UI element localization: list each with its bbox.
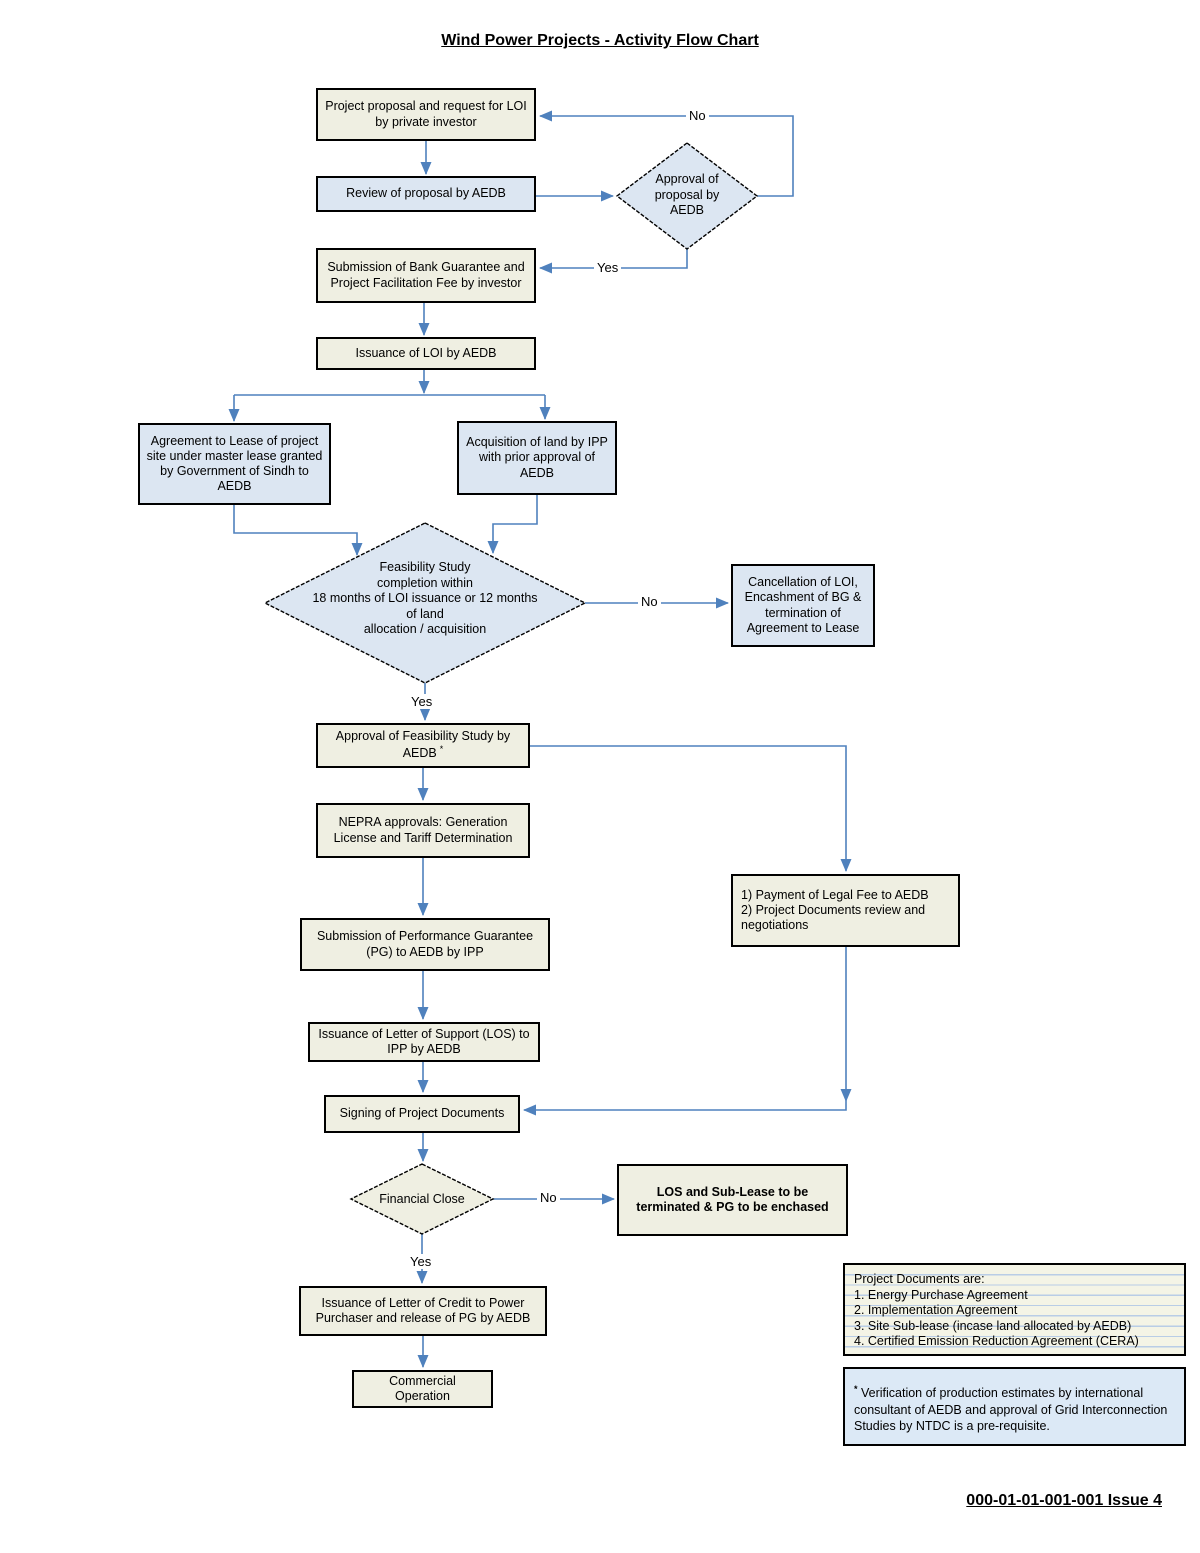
node-credit-letter-label: Issuance of Letter of Credit to Power Pu… bbox=[315, 1295, 531, 1325]
edge-label-approval-yes: Yes bbox=[594, 260, 622, 275]
edge-label-approval-no: No bbox=[686, 108, 709, 123]
verification-asterisk: * bbox=[854, 1384, 858, 1394]
feasibility-approval-asterisk: * bbox=[439, 744, 444, 755]
node-los-termination: LOS and Sub-Lease to be terminated & PG … bbox=[617, 1164, 848, 1236]
node-project-proposal-label: Project proposal and request for LOI by … bbox=[325, 99, 527, 129]
legal-fee-line-1: 1) Payment of Legal Fee to AEDB bbox=[741, 887, 929, 902]
node-review-proposal-label: Review of proposal by AEDB bbox=[346, 186, 506, 201]
approval-line-1: Approval of bbox=[655, 172, 719, 186]
node-pg-submission: Submission of Performance Guarantee (PG)… bbox=[300, 918, 550, 971]
node-commercial-operation: Commercial Operation bbox=[352, 1370, 493, 1408]
node-feasibility-approval-text: Approval of Feasibility Study by AEDB bbox=[335, 729, 511, 761]
node-los-termination-label: LOS and Sub-Lease to be terminated & PG … bbox=[636, 1184, 829, 1214]
decision-financial-close-label: Financial Close bbox=[352, 1192, 492, 1208]
edge-label-feasibility-no: No bbox=[638, 594, 661, 609]
node-los-issuance: Issuance of Letter of Support (LOS) to I… bbox=[308, 1022, 540, 1062]
node-signing-documents-label: Signing of Project Documents bbox=[339, 1106, 505, 1121]
node-credit-letter: Issuance of Letter of Credit to Power Pu… bbox=[299, 1286, 547, 1336]
node-nepra-approvals-label: NEPRA approvals: Generation License and … bbox=[333, 815, 513, 845]
note-verification: * Verification of production estimates b… bbox=[843, 1367, 1186, 1446]
node-loi-issuance: Issuance of LOI by AEDB bbox=[316, 337, 536, 370]
decision-approval-proposal-label: Approval of proposal by AEDB bbox=[627, 172, 747, 219]
node-legal-fee-lines: 1) Payment of Legal Fee to AEDB 2) Proje… bbox=[741, 888, 950, 934]
node-signing-documents: Signing of Project Documents bbox=[324, 1095, 520, 1133]
edge-label-feasibility-yes: Yes bbox=[408, 694, 436, 709]
node-lease-agreement-label: Agreement to Lease of project site under… bbox=[146, 433, 323, 494]
node-feasibility-approval-label: Approval of Feasibility Study by AEDB* bbox=[324, 729, 522, 762]
node-feasibility-approval: Approval of Feasibility Study by AEDB* bbox=[316, 723, 530, 768]
node-cancellation: Cancellation of LOI, Encashment of BG & … bbox=[731, 564, 875, 647]
connector-approval-no-loop bbox=[539, 110, 794, 197]
node-loi-issuance-label: Issuance of LOI by AEDB bbox=[355, 345, 497, 360]
connector-land-feasibility bbox=[487, 495, 538, 554]
feasibility-line-3: 18 months of LOI issuance or 12 months bbox=[312, 591, 538, 606]
approval-line-3: AEDB bbox=[669, 203, 705, 218]
decision-approval-proposal-shape bbox=[615, 142, 759, 250]
project-documents-line-5: 4. Certified Emission Reduction Agreemen… bbox=[854, 1334, 1139, 1349]
feasibility-line-5: allocation / acquisition bbox=[363, 622, 487, 637]
node-bank-guarantee-label: Submission of Bank Guarantee and Project… bbox=[327, 260, 525, 290]
decision-feasibility-label: Feasibility Study completion within 18 m… bbox=[275, 560, 575, 638]
connector-approval-yes bbox=[539, 249, 688, 274]
project-documents-line-4: 3. Site Sub-lease (incase land allocated… bbox=[854, 1318, 1132, 1333]
page-title: Wind Power Projects - Activity Flow Char… bbox=[441, 32, 759, 49]
decision-feasibility-shape bbox=[263, 522, 587, 684]
feasibility-line-2: completion within bbox=[377, 575, 473, 590]
edge-label-financial-yes: Yes bbox=[407, 1254, 435, 1269]
node-legal-fee: 1) Payment of Legal Fee to AEDB 2) Proje… bbox=[731, 874, 960, 947]
project-documents-line-2: 1. Energy Purchase Agreement bbox=[854, 1287, 1028, 1302]
connector-lease-feasibility bbox=[233, 505, 363, 556]
verification-text: Verification of production estimates by … bbox=[854, 1386, 1168, 1434]
feasibility-line-4: of land bbox=[406, 606, 444, 621]
node-pg-submission-label: Submission of Performance Guarantee (PG)… bbox=[316, 929, 534, 959]
node-cancellation-label: Cancellation of LOI, Encashment of BG & … bbox=[744, 575, 862, 635]
node-nepra-approvals: NEPRA approvals: Generation License and … bbox=[316, 803, 530, 858]
feasibility-line-1: Feasibility Study bbox=[379, 560, 471, 574]
node-los-issuance-label: Issuance of Letter of Support (LOS) to I… bbox=[318, 1026, 530, 1056]
node-review-proposal: Review of proposal by AEDB bbox=[316, 176, 536, 212]
node-land-acquisition-label: Acquisition of land by IPP with prior ap… bbox=[466, 435, 608, 480]
document-id: 000-01-01-001-001 Issue 4 bbox=[966, 1492, 1162, 1509]
project-documents-line-3: 2. Implementation Agreement bbox=[854, 1303, 1018, 1318]
node-bank-guarantee: Submission of Bank Guarantee and Project… bbox=[316, 248, 536, 303]
node-project-proposal: Project proposal and request for LOI by … bbox=[316, 88, 536, 141]
node-commercial-operation-label: Commercial Operation bbox=[389, 1373, 456, 1403]
note-project-documents: Project Documents are: 1. Energy Purchas… bbox=[843, 1263, 1186, 1356]
node-lease-agreement: Agreement to Lease of project site under… bbox=[138, 423, 331, 505]
financial-close-text: Financial Close bbox=[379, 1192, 465, 1206]
connector-feasapproval-legalfee bbox=[530, 745, 852, 872]
legal-fee-line-2: 2) Project Documents review and negotiat… bbox=[741, 902, 926, 933]
edge-label-financial-no: No bbox=[537, 1190, 560, 1205]
decision-financial-close-shape bbox=[349, 1163, 495, 1235]
connector-legalfee-signing bbox=[523, 1101, 847, 1116]
approval-line-2: proposal by bbox=[654, 187, 720, 202]
project-documents-line-1: Project Documents are: bbox=[854, 1272, 985, 1286]
node-land-acquisition: Acquisition of land by IPP with prior ap… bbox=[457, 421, 617, 495]
